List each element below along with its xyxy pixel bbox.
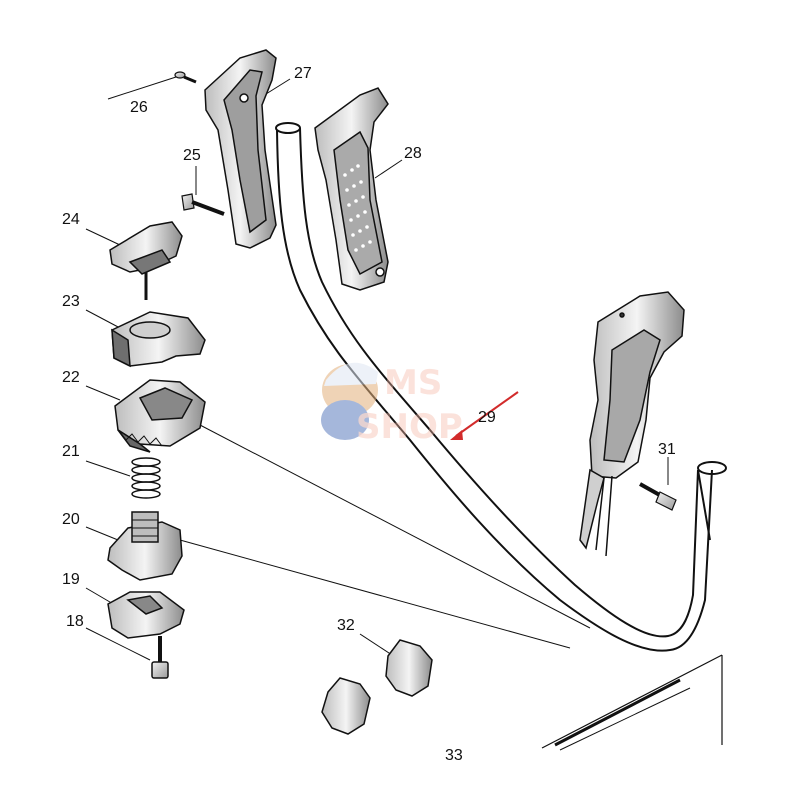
clamp-part-23 — [111, 311, 206, 368]
label-25: 25 — [183, 147, 201, 164]
label-33: 33 — [445, 747, 463, 764]
handle-bar-part-29 — [275, 122, 727, 652]
handle-bracket-part-27 — [204, 49, 277, 249]
label-29: 29 — [478, 409, 496, 426]
label-31: 31 — [658, 441, 676, 458]
base-part-20 — [107, 511, 183, 581]
part-labels: 26 25 24 23 22 21 20 19 18 27 28 29 31 3… — [62, 65, 676, 764]
label-27: 27 — [294, 65, 312, 82]
drive-shaft-part-33 — [541, 654, 723, 751]
clips-part-32 — [321, 639, 433, 735]
label-19: 19 — [62, 571, 80, 588]
bolt-part-18 — [151, 636, 169, 679]
bolt-part-25 — [181, 193, 225, 216]
serrated-clamp-part-22 — [114, 379, 206, 453]
indicator-arrow — [450, 391, 519, 440]
knob-part-24 — [109, 221, 183, 300]
label-18: 18 — [66, 613, 84, 630]
watermark-line-1: MS — [384, 363, 442, 403]
screw-part-26 — [174, 71, 197, 84]
watermark-line-2: SHOP — [356, 407, 463, 447]
label-20: 20 — [62, 511, 80, 528]
ms-shop-watermark: MS SHOP — [321, 362, 463, 447]
label-24: 24 — [62, 211, 80, 228]
label-26: 26 — [130, 99, 148, 116]
label-32: 32 — [337, 617, 355, 634]
rubber-grip-part-28 — [314, 87, 389, 291]
clamp-half-part-19 — [107, 591, 185, 639]
label-21: 21 — [62, 443, 80, 460]
spring-part-21 — [131, 457, 161, 499]
throttle-handle — [579, 291, 685, 557]
label-22: 22 — [62, 369, 80, 386]
label-28: 28 — [404, 145, 422, 162]
screw-part-31 — [639, 482, 677, 511]
label-23: 23 — [62, 293, 80, 310]
